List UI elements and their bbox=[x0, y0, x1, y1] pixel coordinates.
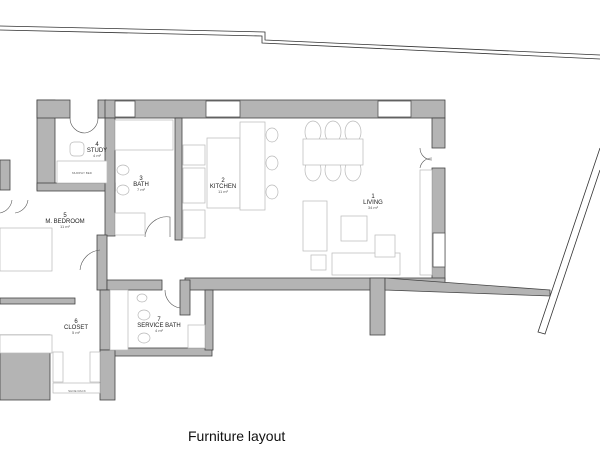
svg-text:11 m²: 11 m² bbox=[60, 224, 71, 229]
room-label-bath: 3 BATH 7 m² bbox=[133, 176, 149, 192]
closet-rail bbox=[0, 334, 53, 354]
door-swing bbox=[164, 289, 181, 309]
sofa bbox=[331, 252, 401, 276]
svg-text:M. BEDROOM: M. BEDROOM bbox=[45, 219, 84, 225]
bath-sink bbox=[114, 212, 146, 236]
svg-text:KITCHEN: KITCHEN bbox=[210, 184, 236, 190]
svg-text:STUDY: STUDY bbox=[87, 148, 107, 154]
furniture: MURPHY BED SHOE RACK bbox=[0, 119, 433, 394]
bar-stool bbox=[265, 155, 279, 171]
shoe-rack-label: SHOE RACK bbox=[68, 389, 86, 393]
door-swing bbox=[0, 199, 29, 214]
fridge bbox=[182, 209, 206, 239]
bidet bbox=[137, 332, 151, 344]
door-swing bbox=[419, 147, 433, 169]
murphy-bed-label: MURPHY BED bbox=[72, 171, 93, 175]
doors bbox=[0, 117, 433, 309]
room-label-study: 4 STUDY 4 m² bbox=[87, 142, 107, 158]
window bbox=[205, 100, 241, 118]
svg-text:3: 3 bbox=[139, 176, 143, 182]
armchair bbox=[302, 200, 328, 252]
bar-stool bbox=[265, 184, 279, 200]
svg-text:11 m²: 11 m² bbox=[218, 189, 229, 194]
shoe-rack bbox=[52, 382, 101, 394]
svg-text:LIVING: LIVING bbox=[363, 200, 383, 206]
room-label-living: 1 LIVING 34 m² bbox=[363, 194, 383, 210]
svg-text:7 m²: 7 m² bbox=[137, 187, 146, 192]
door-swing bbox=[144, 216, 171, 238]
svg-text:4: 4 bbox=[95, 142, 99, 148]
dining-table bbox=[302, 138, 364, 166]
bar-stool bbox=[265, 127, 279, 143]
window bbox=[377, 100, 412, 118]
bidet bbox=[116, 184, 130, 196]
svg-text:CLOSET: CLOSET bbox=[64, 325, 88, 331]
windows bbox=[114, 100, 446, 268]
shower bbox=[187, 324, 206, 349]
kitchen-counter bbox=[239, 121, 266, 211]
site-boundary bbox=[0, 25, 600, 335]
room-label-closet: 6 CLOSET 5 m² bbox=[64, 319, 88, 335]
room-label-master-bedroom: 5 M. BEDROOM 11 m² bbox=[45, 213, 84, 229]
svg-text:SERVICE BATH: SERVICE BATH bbox=[137, 323, 180, 329]
coffee-table bbox=[340, 215, 368, 242]
svg-text:4 m²: 4 m² bbox=[155, 328, 164, 333]
shoe-rack bbox=[89, 351, 101, 383]
bed bbox=[0, 227, 53, 272]
toilet bbox=[137, 309, 151, 321]
svg-text:2: 2 bbox=[221, 178, 225, 184]
shoe-rack bbox=[52, 351, 64, 383]
plan-title: Furniture layout bbox=[188, 428, 286, 444]
svg-text:5 m²: 5 m² bbox=[72, 330, 81, 335]
svg-text:7: 7 bbox=[157, 317, 161, 323]
room-label-service-bath: 7 SERVICE BATH 4 m² bbox=[137, 317, 180, 333]
bath-tub bbox=[114, 119, 174, 151]
side-table bbox=[310, 254, 327, 271]
tv-console bbox=[419, 169, 433, 276]
window bbox=[432, 232, 446, 268]
murphy-bed bbox=[56, 160, 108, 184]
kitchen-sink bbox=[182, 167, 206, 204]
sofa-chaise bbox=[374, 234, 396, 258]
door-swing bbox=[69, 117, 99, 134]
window bbox=[114, 100, 136, 118]
closet-shelving bbox=[109, 289, 129, 351]
svg-text:4 m²: 4 m² bbox=[93, 153, 102, 158]
toilet bbox=[116, 164, 130, 176]
svg-text:5: 5 bbox=[63, 213, 67, 219]
door-swing bbox=[79, 249, 101, 271]
svg-text:34 m²: 34 m² bbox=[368, 205, 379, 210]
svg-text:BATH: BATH bbox=[133, 182, 149, 188]
room-label-kitchen: 2 KITCHEN 11 m² bbox=[210, 178, 236, 194]
cooktop bbox=[182, 144, 206, 166]
study-chair bbox=[69, 141, 85, 157]
service-sink bbox=[136, 293, 148, 303]
svg-text:1: 1 bbox=[371, 194, 375, 200]
svg-text:6: 6 bbox=[74, 319, 78, 325]
kitchen-island bbox=[206, 137, 241, 209]
